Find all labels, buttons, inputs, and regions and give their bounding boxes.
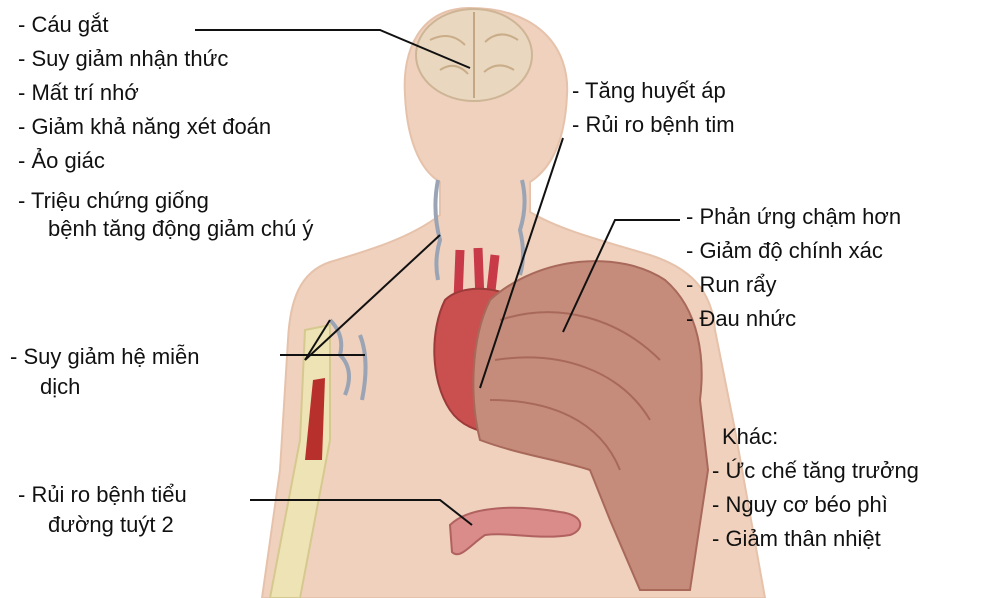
symptom-low-temp: - Giảm thân nhiệt xyxy=(712,522,919,556)
symptom-diabetes-1: - Rủi ro bệnh tiểu xyxy=(18,478,187,512)
symptom-hypertension: - Tăng huyết áp xyxy=(572,74,735,108)
other-symptom-list: Khác: - Ức chế tăng trưởng - Nguy cơ béo… xyxy=(712,420,919,556)
immune-symptom-list: - Suy giảm hệ miễn dịch xyxy=(10,340,200,404)
symptom-heart-risk: - Rủi ro bệnh tim xyxy=(572,108,735,142)
brain-symptom-list: - Cáu gắt - Suy giảm nhận thức - Mất trí… xyxy=(18,8,313,246)
symptom-immune-1: - Suy giảm hệ miễn xyxy=(10,340,200,374)
symptom-growth: - Ức chế tăng trưởng xyxy=(712,454,919,488)
symptom-slower-reaction: - Phản ứng chậm hơn xyxy=(686,200,901,234)
symptom-hallucination: - Ảo giác xyxy=(18,144,313,178)
symptom-obesity: - Nguy cơ béo phì xyxy=(712,488,919,522)
muscle-symptom-list: - Phản ứng chậm hơn - Giảm độ chính xác … xyxy=(686,200,901,336)
brain-icon xyxy=(416,9,532,101)
other-title: Khác: xyxy=(712,420,919,454)
symptom-cognitive-decline: - Suy giảm nhận thức xyxy=(18,42,313,76)
symptom-adhd-like-2: bệnh tăng động giảm chú ý xyxy=(18,212,313,246)
symptom-less-accuracy: - Giảm độ chính xác xyxy=(686,234,901,268)
symptom-diabetes-2: đường tuýt 2 xyxy=(18,508,187,542)
cardio-symptom-list: - Tăng huyết áp - Rủi ro bệnh tim xyxy=(572,74,735,142)
symptom-tremor: - Run rẩy xyxy=(686,268,901,302)
symptom-aches: - Đau nhức xyxy=(686,302,901,336)
diabetes-symptom-list: - Rủi ro bệnh tiểu đường tuýt 2 xyxy=(18,478,187,542)
symptom-irritability: - Cáu gắt xyxy=(18,8,313,42)
symptom-memory-loss: - Mất trí nhớ xyxy=(18,76,313,110)
symptom-judgment: - Giảm khả năng xét đoán xyxy=(18,110,313,144)
symptom-immune-2: dịch xyxy=(10,370,200,404)
